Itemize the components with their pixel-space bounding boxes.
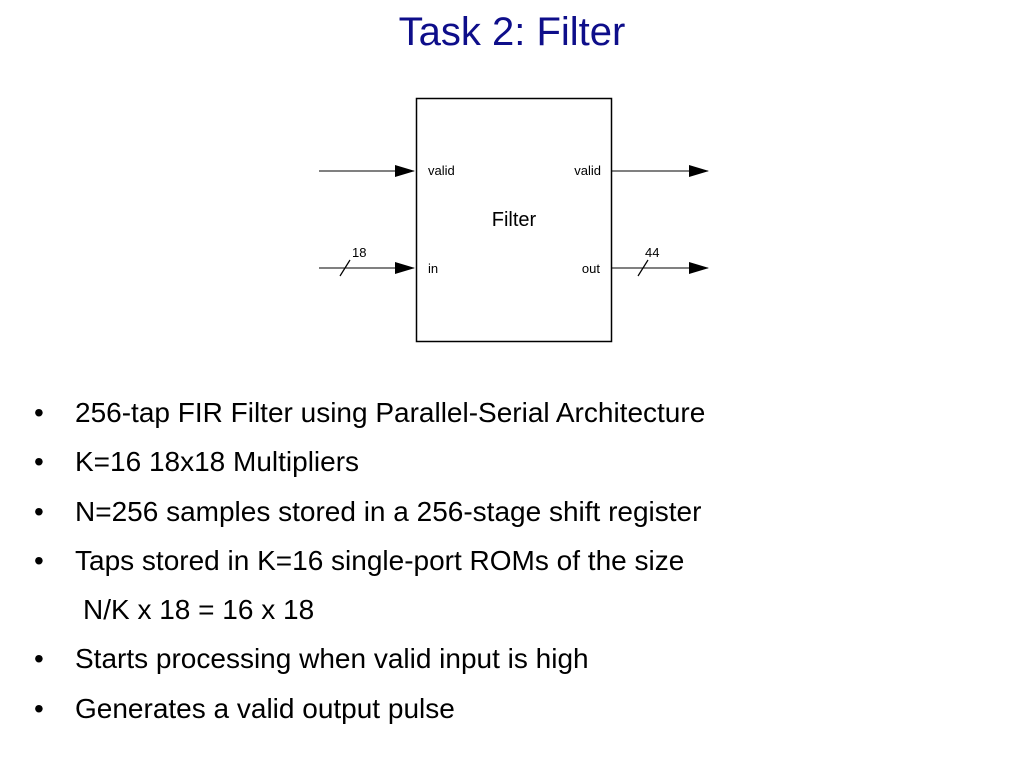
data-output-bus-slash [637, 259, 649, 277]
bullet-continuation-line: N/K x 18 = 16 x 18 [0, 585, 1024, 634]
filter-block-diagram: Filter valid valid 18 in 44 out [319, 97, 709, 343]
slide-title: Task 2: Filter [398, 10, 626, 54]
filter-block [415, 97, 613, 343]
bullet-marker: • [34, 643, 44, 675]
bullet-text: Generates a valid output pulse [75, 692, 455, 724]
bullet-text: K=16 18x18 Multipliers [75, 446, 360, 478]
data-output-width-label: 44 [645, 245, 659, 260]
bullet-marker: • [34, 495, 44, 527]
bullet-text: N/K x 18 = 16 x 18 [83, 594, 315, 626]
bullet-text: N=256 samples stored in a 256-stage shif… [75, 495, 702, 527]
data-input-bus-slash [339, 259, 351, 277]
data-output-label: out [582, 261, 600, 276]
bullet-text: Starts processing when valid input is hi… [75, 643, 589, 675]
bullet-text: 256-tap FIR Filter using Parallel-Serial… [75, 397, 706, 428]
bullet-marker: • [34, 544, 44, 576]
bullet-item: • Taps stored in K=16 single-port ROMs o… [0, 536, 1024, 585]
data-input-label: in [428, 261, 438, 276]
bullet-marker: • [34, 397, 44, 428]
bullet-marker: • [34, 692, 44, 724]
valid-output-label: valid [574, 163, 601, 178]
filter-block-label: Filter [492, 209, 537, 231]
bullet-text: Taps stored in K=16 single-port ROMs of … [75, 544, 685, 576]
data-input-width-label: 18 [352, 245, 366, 260]
bullet-item: • Starts processing when valid input is … [0, 634, 1024, 683]
bullet-item: • N=256 samples stored in a 256-stage sh… [0, 487, 1024, 536]
bullet-item: • 256-tap FIR Filter using Parallel-Seri… [0, 388, 1024, 437]
valid-input-label: valid [428, 163, 455, 178]
bullet-list: • 256-tap FIR Filter using Parallel-Seri… [0, 388, 1024, 733]
bullet-item: • Generates a valid output pulse [0, 684, 1024, 733]
bullet-marker: • [34, 446, 44, 478]
bullet-item: • K=16 18x18 Multipliers [0, 437, 1024, 486]
